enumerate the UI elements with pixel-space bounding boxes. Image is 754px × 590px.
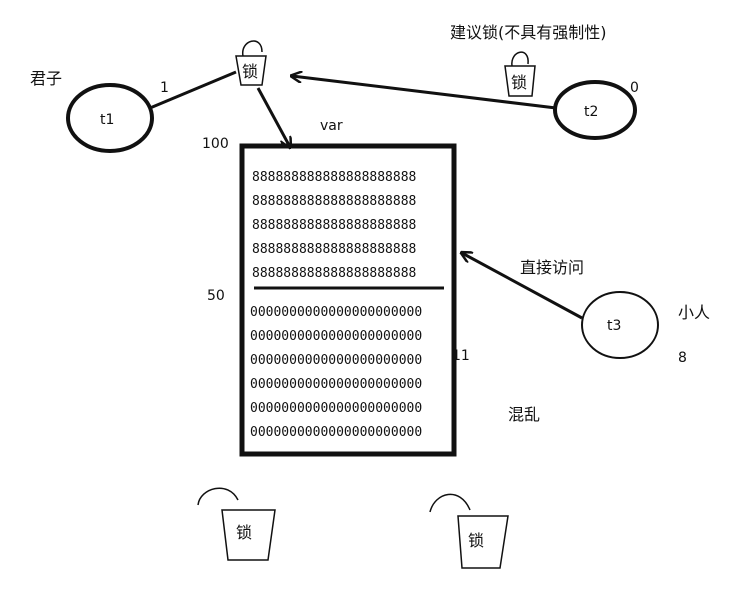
line-t1-to-lock (149, 70, 237, 110)
label-t3-num: 8 (678, 350, 687, 366)
lock-bottom-left-text: 锁 (236, 523, 252, 542)
label-chaos: 混乱 (508, 405, 540, 424)
memory-row-top-4: 888888888888888888888 (252, 266, 416, 281)
memory-row-top-3: 888888888888888888888 (252, 242, 416, 257)
memory-row-bottom-3: 0000000000000000000000 (250, 377, 422, 392)
lock-bottom-left-icon: 锁 (197, 487, 276, 561)
arrow-t2-to-lock (292, 76, 557, 110)
thread-t1-ellipse (66, 83, 154, 153)
arrow-lock-to-var (256, 87, 290, 147)
label-50: 50 (207, 288, 225, 304)
memory-rows-bottom: 0000000000000000000000 00000000000000000… (250, 305, 422, 440)
thread-t2-label: t2 (584, 104, 598, 120)
lock-t1-text: 锁 (242, 62, 258, 81)
label-direct-access: 直接访问 (520, 258, 584, 277)
label-junzi: 君子 (30, 69, 62, 88)
memory-row-top-1: 888888888888888888888 (252, 194, 416, 209)
lock-bottom-right-icon: 锁 (429, 493, 509, 569)
label-100: 100 (202, 136, 229, 152)
memory-row-bottom-0: 0000000000000000000000 (250, 305, 422, 320)
label-t2-num: 0 (630, 80, 639, 96)
label-var: var (320, 118, 343, 134)
memory-row-bottom-4: 0000000000000000000000 (250, 401, 422, 416)
thread-t3-label: t3 (607, 318, 621, 334)
memory-row-bottom-1: 0000000000000000000000 (250, 329, 422, 344)
memory-row-bottom-5: 0000000000000000000000 (250, 425, 422, 440)
thread-t3-ellipse (581, 291, 659, 359)
lock-t2-icon: 锁 (504, 51, 536, 97)
lock-bottom-right-text: 锁 (468, 531, 484, 550)
label-advisory-lock: 建议锁(不具有强制性) (450, 23, 607, 42)
memory-rows-top: 888888888888888888888 888888888888888888… (252, 170, 416, 281)
label-xiaoren: 小人 (678, 303, 710, 322)
label-t1-num: 1 (160, 80, 169, 96)
lock-t2-text: 锁 (511, 73, 527, 92)
memory-row-top-2: 888888888888888888888 (252, 218, 416, 233)
memory-row-bottom-2: 0000000000000000000000 (250, 353, 422, 368)
arrow-t3-to-var (462, 253, 583, 320)
lock-t1-icon: 锁 (235, 40, 267, 86)
thread-t1-label: t1 (100, 112, 114, 128)
thread-t2-ellipse (553, 80, 637, 140)
memory-var-box (239, 143, 457, 457)
memory-row-top-0: 888888888888888888888 (252, 170, 416, 185)
